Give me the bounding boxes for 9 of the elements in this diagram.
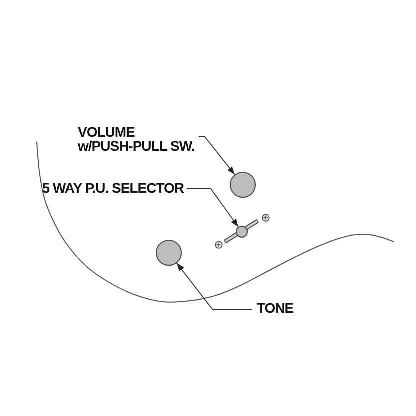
control-knob [156,240,182,266]
callout-label: TONE [257,301,294,315]
leader-line [176,262,252,310]
callout-label: VOLUME w/PUSH-PULL SW. [78,125,196,153]
control-knob [230,172,256,198]
selector-knob [236,226,248,238]
leader-line [186,188,239,228]
leader-line [198,136,236,176]
callout-label: 5 WAY P.U. SELECTOR [42,181,184,195]
